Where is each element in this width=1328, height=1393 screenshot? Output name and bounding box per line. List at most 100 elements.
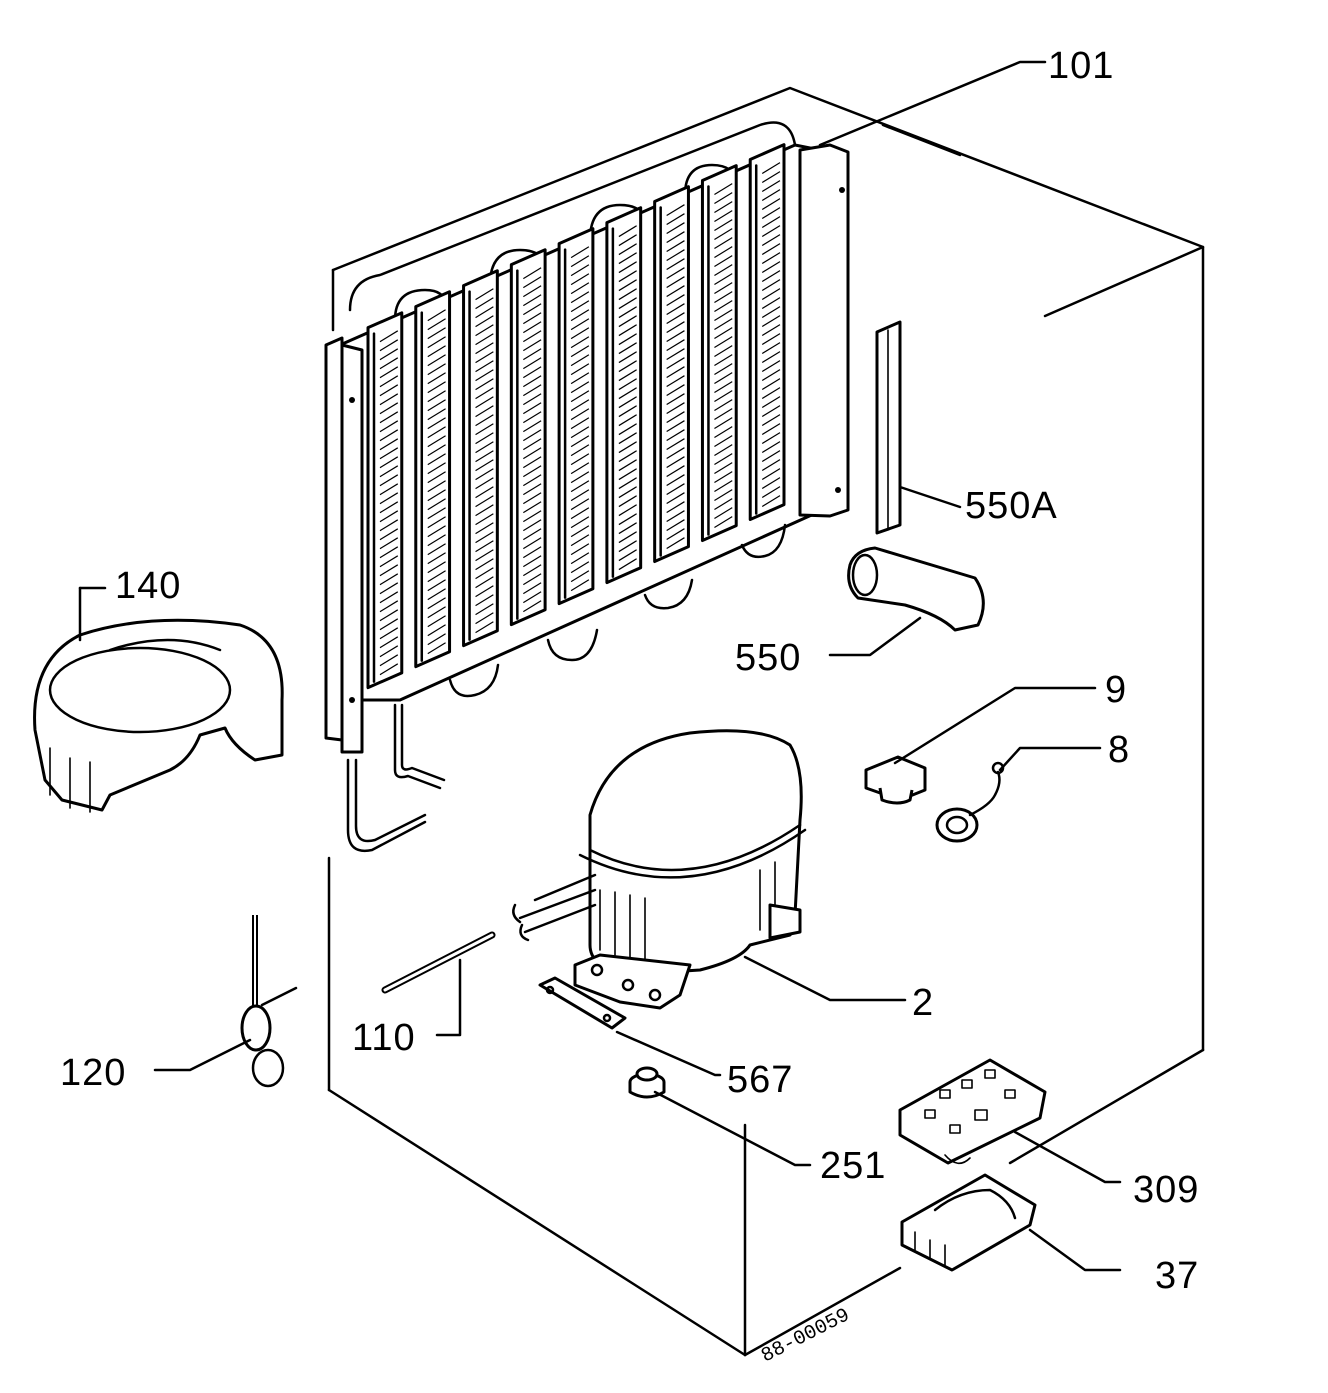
condenser-fin-hatch <box>570 372 590 385</box>
condenser-fin-hatch <box>475 315 494 328</box>
condenser-fin-hatch <box>427 462 446 475</box>
condenser-fin-hatch <box>618 540 637 553</box>
condenser-fin-hatch <box>475 540 494 553</box>
condenser-fin-hatch <box>475 612 494 625</box>
condenser-fin-hatch <box>570 552 590 565</box>
condenser-fin-hatch <box>427 336 446 349</box>
condenser-fin-hatch <box>570 471 590 484</box>
condenser-fin-hatch <box>761 423 781 436</box>
condenser-fin-hatch <box>523 483 542 496</box>
condenser-fin-hatch <box>570 291 590 304</box>
condenser-fin-hatch <box>570 390 590 403</box>
condenser-fin-hatch <box>714 453 733 466</box>
condenser-fin-hatch <box>475 351 494 364</box>
condenser-fin-hatch <box>523 573 542 586</box>
condenser-fin-hatch <box>523 330 542 343</box>
condenser-fin-hatch <box>570 273 590 286</box>
condenser-fin-hatch <box>666 312 685 325</box>
condenser-fin-hatch <box>666 393 685 406</box>
leader-lines <box>78 60 1122 1272</box>
condenser-fin-hatch <box>379 447 399 460</box>
condenser-fin-hatch <box>427 570 446 583</box>
condenser-fin-hatch <box>427 498 446 511</box>
condenser-fin-hatch <box>523 312 542 325</box>
terminal-cover <box>898 1058 1047 1165</box>
condenser-fin-hatch <box>427 633 446 646</box>
condenser-fin-hatch <box>379 573 399 586</box>
condenser-fin-hatch <box>618 261 637 274</box>
capillary-rod <box>381 931 496 994</box>
condenser-fin-hatch <box>618 468 637 481</box>
condenser-fin-hatch <box>714 480 733 493</box>
condenser-fin-hatch <box>761 243 781 256</box>
condenser-fin-hatch <box>570 327 590 340</box>
condenser-fin-hatch <box>666 510 685 523</box>
condenser-fin-hatch <box>475 432 494 445</box>
condenser-fin-hatch <box>427 525 446 538</box>
condenser-fin-hatch <box>666 321 685 334</box>
condenser-fin-hatch <box>523 276 542 289</box>
condenser-fin-hatch <box>714 219 733 232</box>
condenser-fin-hatch <box>618 531 637 544</box>
condenser-fin-hatch <box>523 267 542 280</box>
condenser-fin-hatch <box>475 594 494 607</box>
condenser-fin-hatch <box>714 471 733 484</box>
condenser-fin-hatch <box>523 537 542 550</box>
condenser-fin-hatch <box>714 273 733 286</box>
condenser-fin-hatch <box>761 387 781 400</box>
condenser-fin-hatch <box>714 210 733 223</box>
condenser-fin-hatch <box>427 444 446 457</box>
condenser-fin-hatch <box>761 468 781 481</box>
condenser-fin-hatch <box>475 360 494 373</box>
condenser-fin-hatch <box>761 198 781 211</box>
condenser-fin-hatch <box>666 339 685 352</box>
condenser-fin-hatch <box>379 627 399 640</box>
condenser-fin-hatch <box>427 363 446 376</box>
label-110: 110 <box>352 1017 416 1059</box>
condenser-fin-hatch <box>618 423 637 436</box>
condenser-fin-hatch <box>714 444 733 457</box>
condenser-fin-hatch <box>714 462 733 475</box>
condenser-fin-hatch <box>379 528 399 541</box>
condenser-fin-hatch <box>523 375 542 388</box>
condenser-fin-hatch <box>379 357 399 370</box>
condenser-fin-hatch <box>523 582 542 595</box>
condenser-fin-hatch <box>761 342 781 355</box>
condenser-fin-hatch <box>666 240 685 253</box>
service-valve <box>240 915 298 1088</box>
condenser-fin-hatch <box>666 294 685 307</box>
condenser-fin-hatch <box>475 450 494 463</box>
condenser-fin-hatch <box>523 285 542 298</box>
condenser-fin-hatch <box>379 600 399 613</box>
condenser-fin-hatch <box>714 372 733 385</box>
condenser-fin-hatch <box>761 279 781 292</box>
condenser-fin-hatch <box>761 369 781 382</box>
condenser-fin-hatch <box>761 486 781 499</box>
condenser-fin-hatch <box>523 447 542 460</box>
condenser-fin-hatch <box>666 357 685 370</box>
condenser-fin-hatch <box>666 231 685 244</box>
condenser-fin-hatch <box>761 441 781 454</box>
condenser-fin-hatch <box>379 591 399 604</box>
condenser-fin-hatch <box>570 363 590 376</box>
condenser-fin-hatch <box>761 315 781 328</box>
condenser-fin-hatch <box>475 333 494 346</box>
condenser-fin-hatch <box>761 459 781 472</box>
condenser-fin-hatch <box>570 525 590 538</box>
condenser-fin-hatch <box>523 465 542 478</box>
condenser-fin-hatch <box>618 360 637 373</box>
condenser-fin-hatch <box>761 162 781 175</box>
condenser-fin-hatch <box>714 435 733 448</box>
condenser-fin-hatch <box>666 249 685 262</box>
condenser-fin-hatch <box>523 564 542 577</box>
condenser-fin-hatch <box>475 369 494 382</box>
condenser-fin-hatch <box>427 552 446 565</box>
condenser-fin-hatch <box>523 528 542 541</box>
condenser-fin-hatch <box>570 516 590 529</box>
condenser-fin-hatch <box>523 321 542 334</box>
condenser-fin-hatch <box>570 246 590 259</box>
condenser-fin-hatch <box>666 411 685 424</box>
condenser-fin-hatch <box>714 201 733 214</box>
condenser-fin-hatch <box>666 213 685 226</box>
drip-tray <box>33 618 284 813</box>
